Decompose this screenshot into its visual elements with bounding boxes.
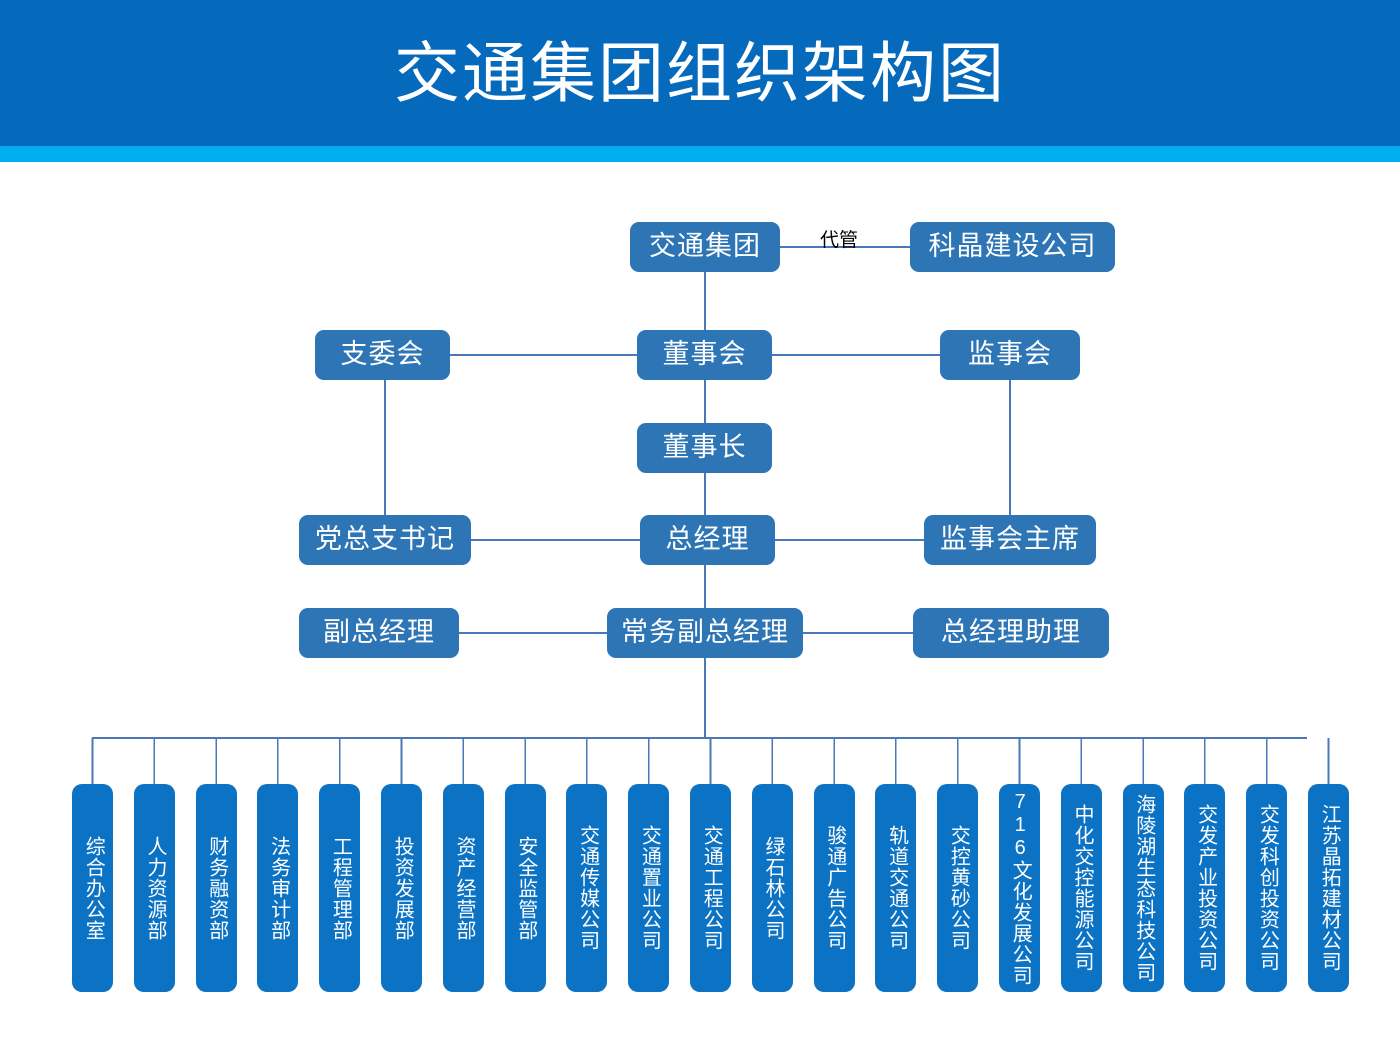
department-label: 资产经营部 (452, 835, 475, 941)
department-label: 交通置业公司 (638, 825, 661, 951)
org-node-exec_vice_gm[interactable]: 常务副总经理 (607, 608, 803, 658)
org-node-group[interactable]: 交通集团 (630, 222, 780, 272)
department-box[interactable]: 绿石林公司 (751, 784, 793, 992)
org-node-chairman[interactable]: 董事长 (637, 423, 772, 473)
department-label: 江苏晶拓建材公司 (1318, 804, 1341, 972)
org-node-gm_assistant[interactable]: 总经理助理 (913, 608, 1109, 658)
department-label: 交发产业投资公司 (1194, 804, 1217, 972)
org-node-party_sec[interactable]: 党总支书记 (299, 515, 471, 565)
department-box[interactable]: 安全监管部 (504, 784, 546, 992)
org-node-gm[interactable]: 总经理 (640, 515, 775, 565)
department-label: 中化交控能源公司 (1070, 804, 1093, 972)
org-node-supervisors[interactable]: 监事会 (940, 330, 1080, 380)
department-box[interactable]: 中化交控能源公司 (1060, 784, 1102, 992)
org-node-vice_gm[interactable]: 副总经理 (299, 608, 459, 658)
department-box[interactable]: 人力资源部 (133, 784, 175, 992)
department-box[interactable]: 财务融资部 (195, 784, 237, 992)
department-label: 绿石林公司 (761, 835, 784, 941)
page-title: 交通集团组织架构图 (394, 36, 1006, 110)
org-chart-canvas: 交通集团 科晶建设公司支委会 董事会 监事会董事长党总支书记 总经理 监事会主席副总经理 常… (0, 162, 1400, 1040)
department-label: 投资发展部 (391, 835, 414, 941)
department-label: 法务审计部 (267, 835, 290, 941)
department-box[interactable]: 法务审计部 (257, 784, 299, 992)
department-label: 交通传媒公司 (576, 825, 599, 951)
department-box[interactable]: 交发科创投资公司 (1246, 784, 1288, 992)
department-box[interactable]: 交通工程公司 (690, 784, 731, 992)
org-node-kejing[interactable]: 科晶建设公司 (910, 222, 1115, 272)
department-label: 人力资源部 (143, 835, 166, 941)
department-label: 财务融资部 (205, 835, 228, 941)
department-box[interactable]: 江苏晶拓建材公司 (1308, 784, 1349, 992)
department-label: 716文化发展公司 (1009, 790, 1032, 986)
org-node-party_branch[interactable]: 支委会 (315, 330, 450, 380)
department-label: 安全监管部 (514, 835, 537, 941)
department-label: 交发科创投资公司 (1256, 804, 1279, 972)
org-node-board[interactable]: 董事会 (637, 330, 772, 380)
department-box[interactable]: 交发产业投资公司 (1184, 784, 1226, 992)
department-box[interactable]: 交控黄砂公司 (937, 784, 979, 992)
department-box[interactable]: 骏通广告公司 (813, 784, 855, 992)
header-accent-stripe (0, 146, 1400, 162)
org-node-sup_chair[interactable]: 监事会主席 (924, 515, 1096, 565)
department-box[interactable]: 交通置业公司 (628, 784, 670, 992)
department-box[interactable]: 投资发展部 (381, 784, 422, 992)
department-box[interactable]: 716文化发展公司 (999, 784, 1040, 992)
header-band (0, 0, 1400, 146)
department-label: 工程管理部 (329, 835, 352, 941)
department-box[interactable]: 轨道交通公司 (875, 784, 917, 992)
department-box[interactable]: 综合办公室 (72, 784, 113, 992)
edge-label-daiguan: 代管 (820, 230, 859, 251)
department-box[interactable]: 资产经营部 (442, 784, 484, 992)
connector-lines (91, 246, 1330, 784)
department-box[interactable]: 交通传媒公司 (566, 784, 608, 992)
department-box[interactable]: 工程管理部 (319, 784, 361, 992)
department-label: 交通工程公司 (700, 825, 723, 951)
department-label: 综合办公室 (82, 835, 105, 941)
department-label: 骏通广告公司 (823, 825, 846, 951)
department-box[interactable]: 海陵湖生态科技公司 (1122, 784, 1164, 992)
department-label: 海陵湖生态科技公司 (1132, 793, 1155, 983)
department-label: 交控黄砂公司 (947, 825, 970, 951)
department-label: 轨道交通公司 (885, 825, 908, 951)
